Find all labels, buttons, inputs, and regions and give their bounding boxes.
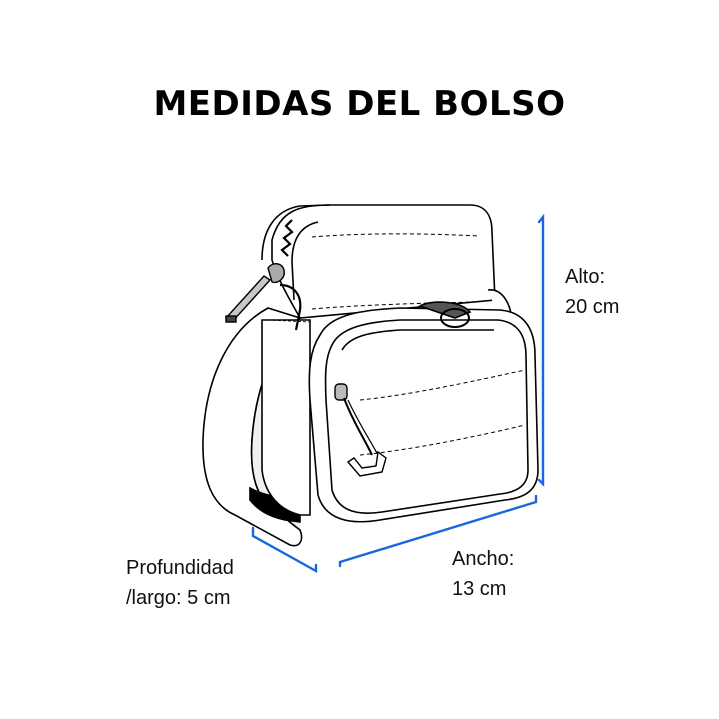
page-title: MEDIDAS DEL BOLSO bbox=[153, 84, 566, 124]
pocket-zipper-pull bbox=[334, 383, 387, 477]
height-label: Alto: 20 cm bbox=[565, 262, 619, 322]
bag-body bbox=[261, 204, 513, 516]
height-line bbox=[537, 213, 545, 487]
width-label-value: 13 cm bbox=[452, 578, 507, 600]
height-label-title: Alto: bbox=[565, 266, 606, 288]
height-label-value: 20 cm bbox=[565, 296, 620, 318]
dimension-lines bbox=[251, 213, 545, 574]
depth-line bbox=[251, 526, 318, 574]
depth-label-value: /largo: 5 cm bbox=[126, 587, 231, 609]
depth-label: Profundidad /largo: 5 cm bbox=[126, 553, 234, 613]
width-label-title: Ancho: bbox=[452, 548, 515, 570]
front-pocket bbox=[308, 301, 539, 523]
width-line bbox=[338, 494, 538, 568]
depth-label-title: Profundidad bbox=[126, 557, 234, 579]
width-label: Ancho: 13 cm bbox=[452, 544, 514, 604]
main-zipper-pull bbox=[224, 263, 302, 331]
